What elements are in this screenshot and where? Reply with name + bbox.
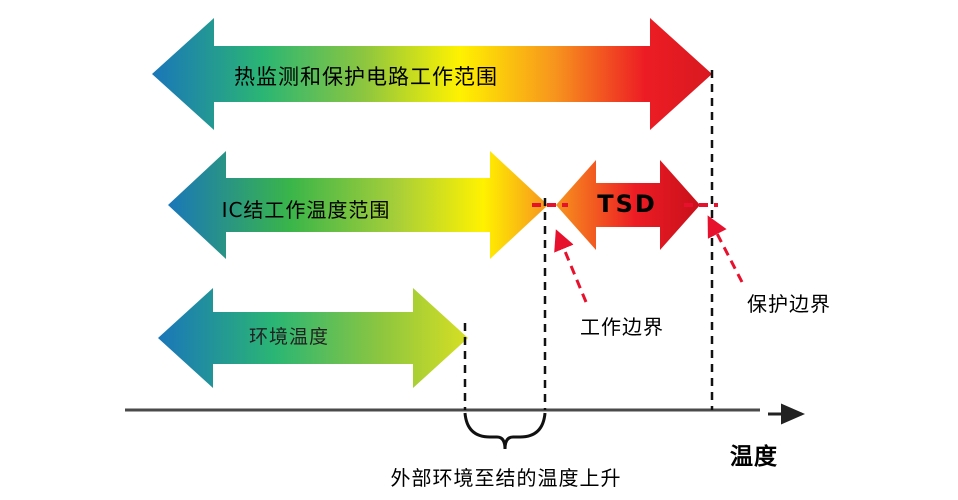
working-boundary-callout-arrow [554, 229, 588, 303]
ambient-range-arrow [158, 288, 468, 388]
working-boundary-label: 工作边界 [580, 315, 664, 339]
thermal-range-arrow [152, 18, 712, 130]
ic-junction-range-label: IC结工作温度范围 [221, 198, 391, 222]
protection-boundary-label: 保护边界 [747, 292, 831, 316]
temperature-axis-label: 温度 [730, 444, 778, 470]
tsd-label: TSD [597, 190, 657, 218]
temperature-rise-brace [463, 412, 547, 450]
tsd-arrow [556, 160, 700, 250]
temperature-rise-label: 外部环境至结的温度上升 [390, 466, 622, 490]
ic-junction-range-arrow [168, 151, 548, 259]
thermal-range-label: 热监测和保护电路工作范围 [234, 65, 498, 89]
ambient-range-label: 环境温度 [248, 326, 330, 348]
protection-boundary-callout-arrow [707, 215, 744, 283]
